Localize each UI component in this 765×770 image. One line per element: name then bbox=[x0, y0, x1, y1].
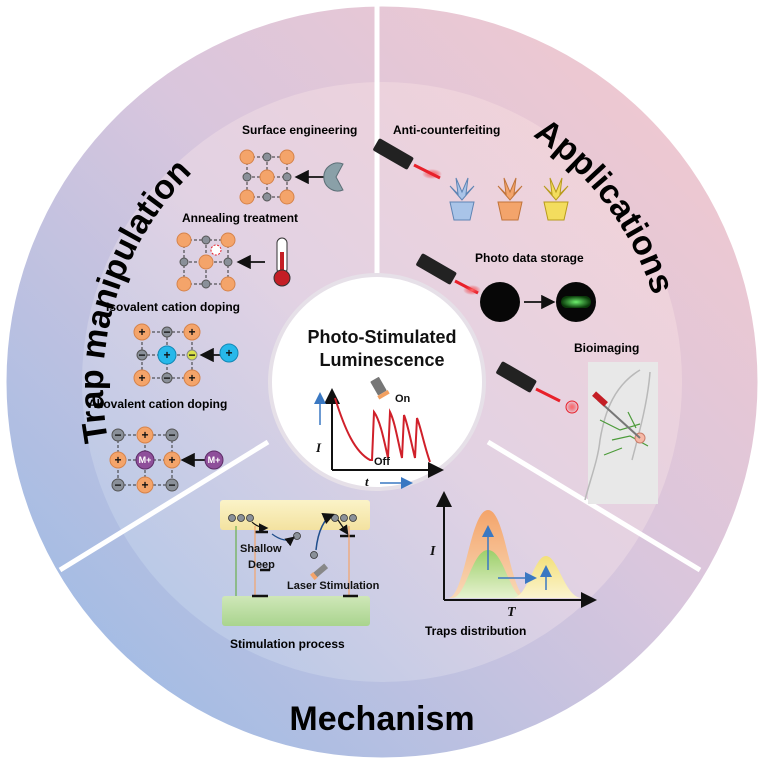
traps-distribution-plot: I T bbox=[429, 491, 597, 620]
plant-yellow-icon bbox=[543, 177, 569, 221]
dopant-ion-isovalent bbox=[219, 343, 239, 363]
section-title-mechanism: Mechanism bbox=[289, 700, 474, 738]
psl-decay-curve bbox=[334, 397, 431, 463]
center-title-line1: Photo-Stimulated bbox=[308, 327, 457, 347]
label-anti-counterfeiting: Anti-counterfeiting bbox=[393, 123, 500, 137]
storage-pattern bbox=[561, 296, 591, 308]
svg-text:+: + bbox=[141, 428, 148, 442]
svg-text:−: − bbox=[114, 428, 121, 442]
lattice-annealing bbox=[176, 232, 236, 292]
svg-text:+: + bbox=[141, 478, 148, 492]
divider-right bbox=[486, 439, 702, 573]
svg-text:+: + bbox=[163, 348, 170, 362]
dist-y-label: I bbox=[429, 544, 436, 559]
dopant-symbol-isovalent: + bbox=[225, 346, 232, 360]
svg-text:+: + bbox=[168, 453, 175, 467]
svg-text:+: + bbox=[114, 453, 121, 467]
label-isovalent: Isovalent cation doping bbox=[106, 300, 240, 314]
dopant-symbol-aliovalent: M+ bbox=[208, 455, 221, 465]
label-deep: Deep bbox=[248, 559, 275, 571]
svg-text:−: − bbox=[114, 478, 121, 492]
svg-text:−: − bbox=[168, 428, 175, 442]
lattice-surface bbox=[239, 149, 295, 205]
svg-text:−: − bbox=[163, 325, 170, 339]
pacman-icon bbox=[323, 162, 344, 192]
isovalent-symbols: + + + + + − − − − bbox=[138, 325, 195, 385]
peak-green bbox=[452, 550, 524, 598]
lattice-aliovalent bbox=[109, 426, 181, 494]
label-bioimaging: Bioimaging bbox=[574, 341, 639, 355]
storage-disc-dark bbox=[480, 282, 520, 322]
label-aliovalent: Aliovalent cation doping bbox=[88, 397, 227, 411]
valence-band bbox=[222, 596, 370, 626]
svg-text:+: + bbox=[188, 371, 195, 385]
laser-icon-2 bbox=[416, 253, 481, 295]
aliovalent-symbols: − − − − + + + + M+ bbox=[114, 428, 175, 492]
syringe-icon bbox=[597, 399, 641, 439]
label-traps-distribution: Traps distribution bbox=[425, 624, 526, 638]
svg-text:+: + bbox=[138, 371, 145, 385]
label-annealing: Annealing treatment bbox=[182, 211, 298, 225]
flashlight-icon bbox=[370, 377, 390, 400]
plant-blue-icon bbox=[449, 177, 475, 221]
laser-icon-3 bbox=[496, 361, 579, 414]
label-surface-engineering: Surface engineering bbox=[242, 123, 357, 137]
svg-text:−: − bbox=[138, 348, 145, 362]
plant-orange-icon bbox=[497, 177, 523, 221]
svg-text:−: − bbox=[163, 371, 170, 385]
body-silhouette bbox=[584, 362, 658, 504]
lattice-isovalent bbox=[133, 323, 201, 387]
peak-yellow bbox=[512, 556, 582, 598]
psl-y-label: I bbox=[315, 440, 322, 455]
energy-band-diagram: Shallow Deep Laser Stimulation bbox=[220, 500, 380, 626]
laser-icon-1 bbox=[373, 138, 442, 180]
svg-text:M+: M+ bbox=[139, 455, 152, 465]
svg-text:+: + bbox=[188, 325, 195, 339]
svg-text:−: − bbox=[188, 348, 195, 362]
psl-decay-plot: I t On Off bbox=[314, 377, 444, 489]
label-laser-stimulation: Laser Stimulation bbox=[287, 580, 380, 592]
psl-off-label: Off bbox=[374, 456, 390, 468]
label-photo-data-storage: Photo data storage bbox=[475, 251, 584, 265]
svg-text:−: − bbox=[168, 478, 175, 492]
label-stimulation-process: Stimulation process bbox=[230, 637, 345, 651]
vacancy-marker bbox=[210, 244, 222, 256]
psl-on-label: On bbox=[395, 393, 411, 405]
succulent-plants bbox=[449, 177, 569, 221]
thermometer-icon bbox=[273, 237, 291, 287]
dist-x-label: T bbox=[507, 605, 517, 620]
center-title-line2: Luminescence bbox=[319, 350, 444, 370]
laser-pen-icon bbox=[310, 563, 329, 581]
divider-left bbox=[58, 439, 270, 573]
psl-x-label: t bbox=[365, 474, 369, 489]
label-shallow: Shallow bbox=[240, 543, 282, 555]
svg-text:+: + bbox=[138, 325, 145, 339]
dopant-ion-aliovalent bbox=[204, 450, 224, 470]
